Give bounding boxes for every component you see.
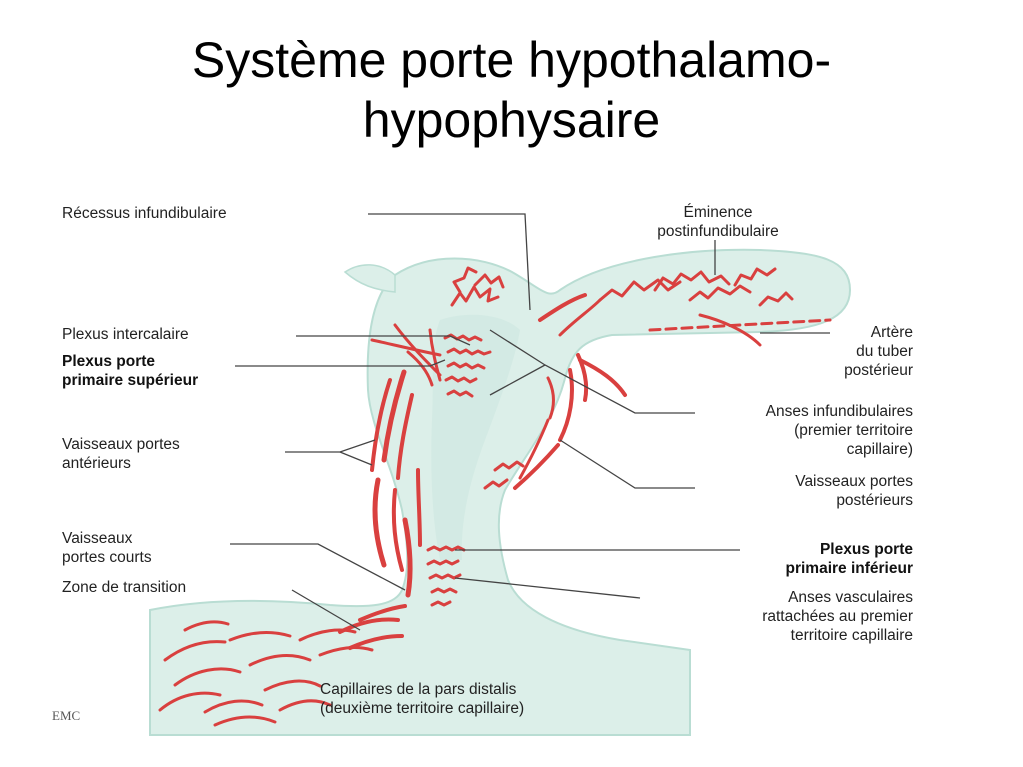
label-artere-line-3: postérieur [844, 362, 913, 379]
upper-left-tissue [343, 264, 396, 293]
blood-vessels [158, 266, 832, 727]
label-vaisseaux-posterieurs: Vaisseaux portes postérieurs [680, 472, 913, 510]
label-anses-infundibulaires-line-3: capillaire) [846, 441, 913, 458]
label-vaisseaux-courts-line-1: Vaisseaux [62, 530, 133, 547]
label-plexus-inferieur-line-2: primaire inférieur [785, 560, 914, 577]
label-plexus-superieur-line-2: primaire supérieur [62, 372, 199, 389]
label-vaisseaux-anterieurs-line-2: antérieurs [62, 455, 131, 472]
label-vaisseaux-anterieurs-line-1: Vaisseaux portes [62, 436, 180, 453]
label-anses-infundibulaires-line-2: (premier territoire [794, 422, 913, 439]
label-vaisseaux-courts: Vaisseaux portes courts [62, 529, 152, 567]
label-anses-vasculaires-line-3: territoire capillaire [790, 627, 913, 644]
label-artere-line-1: Artère [870, 324, 913, 341]
label-capillaires: Capillaires de la pars distalis (deuxièm… [320, 680, 524, 718]
label-vaisseaux-posterieurs-line-1: Vaisseaux portes [795, 473, 913, 490]
label-plexus-inferieur-line-1: Plexus porte [819, 541, 913, 558]
label-artere: Artère du tuber postérieur [760, 323, 913, 380]
label-plexus-porte-inferieur: Plexus porte primaire inférieur [660, 540, 914, 578]
label-eminence-line-2: postinfundibulaire [657, 223, 779, 240]
label-vaisseaux-posterieurs-line-2: postérieurs [836, 492, 913, 509]
label-eminence-line-1: Éminence [683, 204, 753, 221]
label-plexus-porte-superieur: Plexus porte primaire supérieur [62, 352, 198, 390]
label-vaisseaux-courts-line-2: portes courts [62, 549, 152, 566]
label-recessus: Récessus infundibulaire [62, 205, 227, 222]
label-anses-vasculaires: Anses vasculaires rattachées au premier … [640, 588, 913, 645]
label-eminence: Éminence postinfundibulaire [608, 203, 828, 241]
label-anses-vasculaires-line-2: rattachées au premier [762, 608, 913, 625]
label-plexus-superieur-line-1: Plexus porte [62, 353, 156, 370]
emc-logo: EMC [52, 708, 81, 723]
label-plexus-intercalaire: Plexus intercalaire [62, 326, 189, 343]
label-zone-transition: Zone de transition [62, 579, 187, 596]
label-anses-infundibulaires: Anses infundibulaires (premier territoir… [640, 402, 913, 459]
stalk-inner-tissue [431, 314, 520, 560]
label-anses-infundibulaires-line-1: Anses infundibulaires [765, 403, 913, 420]
slide-title: Système porte hypothalamo- hypophysaire [0, 30, 1023, 150]
label-capillaires-line-1: Capillaires de la pars distalis [320, 681, 517, 698]
label-capillaires-line-2: (deuxième territoire capillaire) [320, 700, 525, 717]
tissue-shapes [149, 248, 852, 736]
label-artere-line-2: du tuber [856, 343, 913, 360]
label-vaisseaux-anterieurs: Vaisseaux portes antérieurs [62, 435, 180, 473]
leader-lines [230, 213, 830, 631]
label-anses-vasculaires-line-1: Anses vasculaires [788, 589, 913, 606]
title-line-1: Système porte hypothalamo- [191, 32, 832, 88]
title-line-2: hypophysaire [362, 92, 661, 148]
